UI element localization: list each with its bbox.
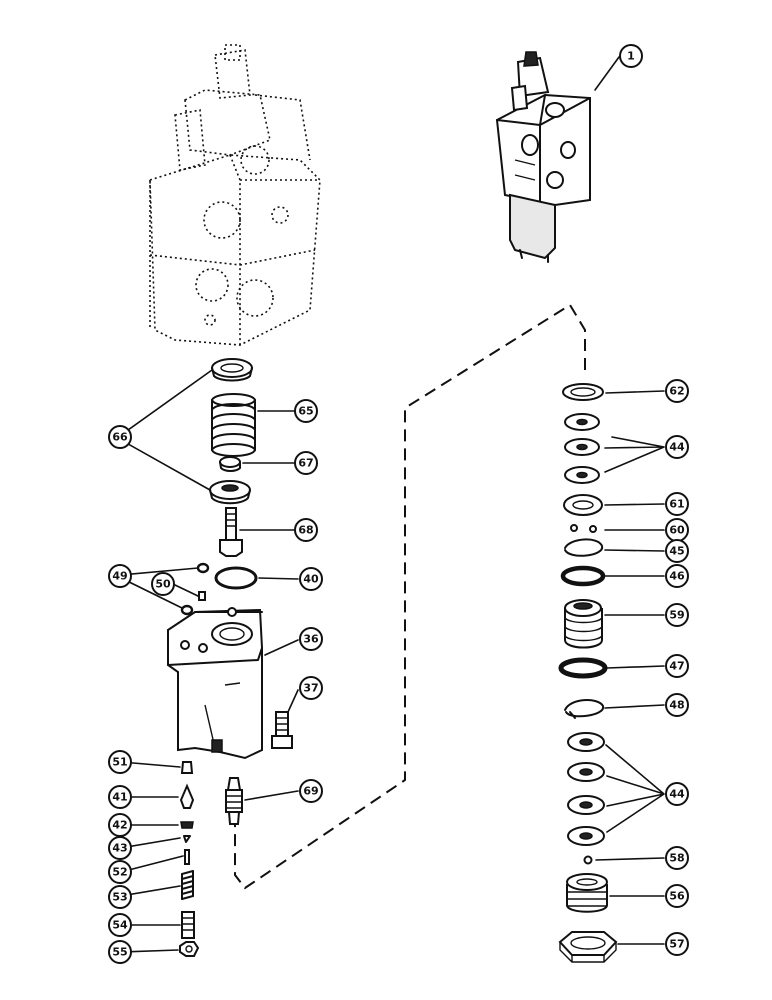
callout-44-lower: 44 [665, 782, 689, 806]
callout-48: 48 [665, 693, 689, 717]
callout-54: 54 [108, 913, 132, 937]
svg-text:49: 49 [112, 570, 127, 583]
callout-52: 52 [108, 860, 132, 884]
callout-49: 49 [108, 564, 132, 588]
callout-36: 36 [299, 627, 323, 651]
svg-text:62: 62 [669, 385, 684, 398]
svg-text:52: 52 [112, 866, 127, 879]
callout-55: 55 [108, 940, 132, 964]
callout-42: 42 [108, 813, 132, 837]
svg-text:50: 50 [155, 578, 171, 591]
svg-text:67: 67 [298, 457, 313, 470]
svg-text:57: 57 [669, 938, 684, 951]
svg-text:61: 61 [669, 498, 684, 511]
svg-text:36: 36 [303, 633, 319, 646]
svg-text:1: 1 [627, 50, 635, 63]
callout-68: 68 [294, 518, 318, 542]
svg-text:54: 54 [112, 919, 128, 932]
svg-text:37: 37 [303, 682, 318, 695]
callout-66: 66 [108, 425, 132, 449]
svg-text:59: 59 [669, 609, 684, 622]
callout-45: 45 [665, 539, 689, 563]
callout-59: 59 [665, 603, 689, 627]
callout-61: 61 [665, 492, 689, 516]
svg-text:51: 51 [112, 756, 127, 769]
svg-text:46: 46 [669, 570, 685, 583]
callout-62: 62 [665, 379, 689, 403]
svg-text:68: 68 [298, 524, 313, 537]
callout-65: 65 [294, 399, 318, 423]
assembled-valve-section [495, 51, 591, 263]
left-stack-parts [167, 358, 293, 957]
callout-69: 69 [299, 779, 323, 803]
callout-46: 46 [665, 564, 689, 588]
svg-text:69: 69 [303, 785, 318, 798]
callout-53: 53 [108, 885, 132, 909]
callout-50: 50 [151, 572, 175, 596]
callout-51: 51 [108, 750, 132, 774]
callout-57: 57 [665, 932, 689, 956]
phantom-valve-body [149, 44, 321, 346]
assembly-dashed-line [234, 303, 586, 890]
callout-58: 58 [665, 846, 689, 870]
callout-44-upper: 44 [665, 435, 689, 459]
svg-text:47: 47 [669, 660, 684, 673]
svg-text:56: 56 [669, 890, 685, 903]
svg-text:43: 43 [112, 842, 127, 855]
svg-text:41: 41 [112, 791, 127, 804]
svg-text:55: 55 [112, 946, 127, 959]
svg-text:60: 60 [669, 524, 685, 537]
callout-47: 47 [665, 654, 689, 678]
callout-40: 40 [299, 567, 323, 591]
callout-41: 41 [108, 785, 132, 809]
callout-37: 37 [299, 676, 323, 700]
callout-1: 1 [619, 44, 643, 68]
svg-text:40: 40 [303, 573, 319, 586]
svg-text:48: 48 [669, 699, 684, 712]
svg-text:66: 66 [112, 431, 128, 444]
callout-43: 43 [108, 836, 132, 860]
svg-text:44: 44 [669, 441, 685, 454]
right-stack-parts [558, 383, 618, 963]
svg-text:42: 42 [112, 819, 127, 832]
callout-67: 67 [294, 451, 318, 475]
svg-text:53: 53 [112, 891, 127, 904]
svg-text:45: 45 [669, 545, 684, 558]
callout-56: 56 [665, 884, 689, 908]
svg-text:65: 65 [298, 405, 313, 418]
callout-60: 60 [665, 518, 689, 542]
svg-text:58: 58 [669, 852, 684, 865]
svg-text:44: 44 [669, 788, 685, 801]
